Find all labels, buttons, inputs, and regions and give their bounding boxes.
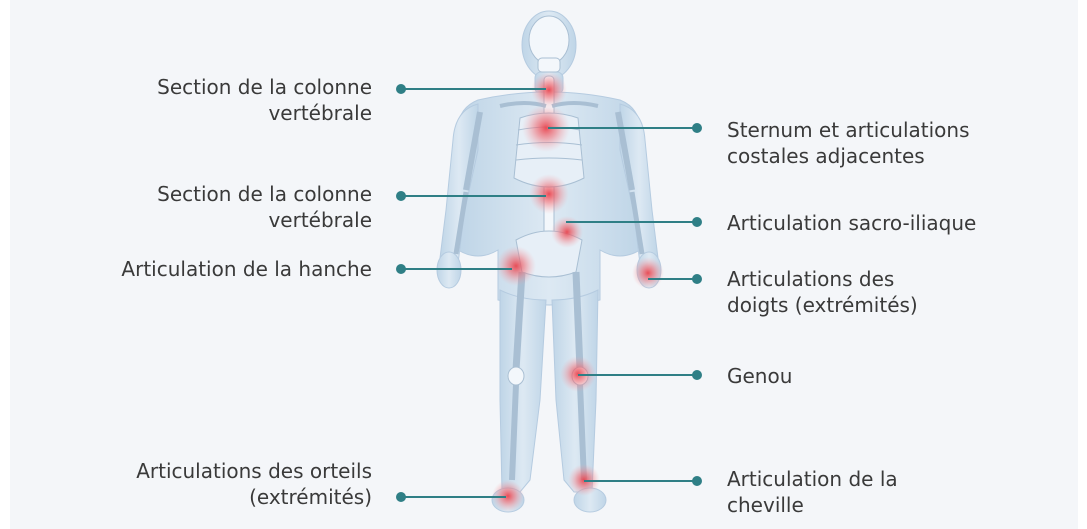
hotspot-lower-spine — [529, 174, 569, 214]
label-ankle-line1: Articulation de la — [727, 466, 898, 492]
hotspot-sacroiliac — [551, 216, 583, 248]
label-spine-upper-line1: Section de la colonne — [157, 74, 372, 100]
hotspot-fingers — [632, 257, 664, 289]
label-hip: Articulation de la hanche — [121, 256, 372, 282]
label-sacroiliac-line1: Articulation sacro-iliaque — [727, 210, 976, 236]
label-fingers-line1: Articulations des — [727, 266, 918, 292]
label-ankle-line2: cheville — [727, 492, 898, 518]
label-spine-lower: Section de la colonne vertébrale — [157, 181, 372, 233]
label-spine-lower-line2: vertébrale — [157, 207, 372, 233]
label-fingers-line2: doigts (extrémités) — [727, 292, 918, 318]
label-fingers: Articulations des doigts (extrémités) — [727, 266, 918, 318]
hotspot-hip — [496, 246, 536, 286]
label-spine-upper-line2: vertébrale — [157, 100, 372, 126]
label-sternum-line2: costales adjacentes — [727, 143, 970, 169]
label-spine-lower-line1: Section de la colonne — [157, 181, 372, 207]
label-hip-line1: Articulation de la hanche — [121, 256, 372, 282]
label-sternum-line1: Sternum et articulations — [727, 117, 970, 143]
label-sternum: Sternum et articulations costales adjace… — [727, 117, 970, 169]
label-knee-line1: Genou — [727, 363, 792, 389]
label-spine-upper: Section de la colonne vertébrale — [157, 74, 372, 126]
label-toes: Articulations des orteils (extrémités) — [136, 458, 372, 510]
label-toes-line2: (extrémités) — [136, 484, 372, 510]
label-knee: Genou — [727, 363, 792, 389]
label-toes-line1: Articulations des orteils — [136, 458, 372, 484]
label-sacroiliac: Articulation sacro-iliaque — [727, 210, 976, 236]
label-ankle: Articulation de la cheville — [727, 466, 898, 518]
